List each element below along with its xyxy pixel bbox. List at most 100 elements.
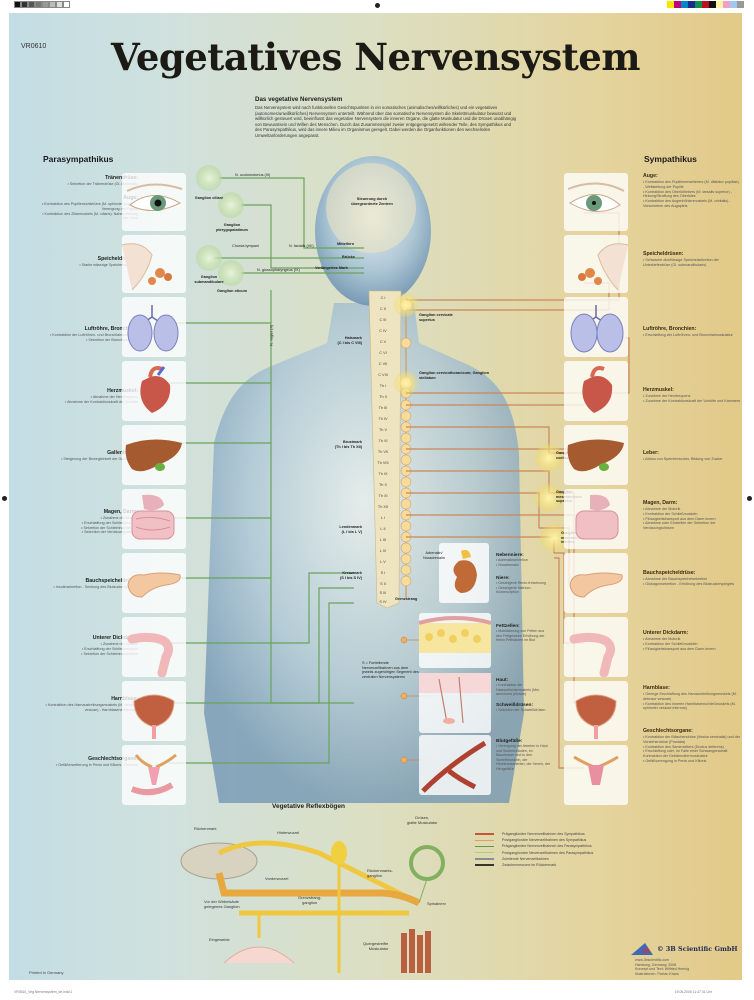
- fat-cells-insert: [418, 613, 492, 668]
- blood-vessel-insert: [419, 735, 491, 795]
- nerve-label-glossopharyngeus: N. glossopharyngeus (IX): [257, 268, 300, 272]
- insert-blutgefaesse: Blutgefäße:• Verengung der Arterien in H…: [496, 739, 551, 771]
- reflex-label-praevertebral: Vor der Wirbelsäule gelegenes Ganglion: [204, 899, 240, 909]
- print-registration-bar: [0, 0, 754, 13]
- nerve-label-oculomotorius: N. oculomotorius (III): [235, 173, 271, 177]
- pathway-legend: Präganglionäre Nervenzellbahnen des Symp…: [475, 831, 593, 868]
- ganglion-submandibulare-label: Ganglion submandibulare: [194, 275, 224, 284]
- cord-region-thoracic: Brustmark(Th I bis Th XII): [334, 440, 362, 449]
- intro-text: Das Nervensystem wird nach funktionellen…: [255, 105, 517, 138]
- legend-row: Postganglionäre Nervenzellbahnen des Par…: [475, 850, 593, 856]
- stomach-intestine-illustration: [564, 489, 628, 549]
- legend-swatch: [475, 833, 494, 835]
- para-organ-bronchien: Luftröhre, Bronchien:• Kontraktion der L…: [50, 326, 138, 342]
- poster-title: Vegetatives Nervensystem: [111, 35, 640, 79]
- legend-row: Zuleitende Nervenzellbahnen: [475, 856, 593, 862]
- print-file-meta: VR0610_Veg Nervensystem_de.indd 1 19.06.…: [14, 990, 712, 994]
- reflex-label-hinterwurzel: Hinterwurzel: [277, 830, 300, 835]
- uterus-illustration: [564, 745, 628, 805]
- nerve-label-chorda: Chorda tympani: [232, 244, 259, 248]
- eye-illustration: [122, 173, 186, 231]
- legend-row: Zwischenneurone im Rückenmark: [475, 862, 593, 868]
- bladder-illustration: [122, 681, 186, 741]
- genitals-illustration: [122, 745, 186, 805]
- para-organ-traenendruese: Tränendrüse:• Sekretion der Tränendrüse …: [67, 175, 138, 186]
- legend-swatch: [475, 839, 494, 842]
- sym-organ-dickdarm: Unterer Dickdarm:• Abnahme der Motorik• …: [643, 630, 716, 651]
- sym-organ-speicheldruesen: Speicheldrüsen:• Schwache dickflüssige S…: [643, 251, 719, 267]
- ganglion-cervicale-superius-label: Ganglion cervicale superius: [419, 313, 453, 322]
- kidney-insert: [439, 543, 489, 603]
- legend-row: Postganglionäre Nervenzellbahnen des Sym…: [475, 837, 593, 843]
- lungs-illustration: [122, 297, 186, 357]
- intro-heading: Das vegetative Nervensystem: [255, 96, 343, 103]
- registration-mark: [375, 3, 380, 8]
- company-logo: 3B © 3B Scientific GmbH: [631, 943, 738, 955]
- salivary-gland-illustration: [564, 235, 628, 293]
- brain-control-label: Steuerung durch übergeordnete Zentren: [351, 197, 393, 206]
- intro-section: Das vegetative Nervensystem Das Nervensy…: [255, 96, 517, 139]
- sym-organ-bauchspeicheldruese: Bauchspeicheldrüse:• Abnahme der Bauchsp…: [643, 570, 735, 586]
- eye-illustration: [564, 173, 628, 231]
- sym-organ-auge: Auge:• Kontraktion des Pupillenerweitere…: [643, 173, 739, 208]
- para-organ-speicheldruesen: Speicheldrüsen:• Starke wässrige Speiche…: [79, 256, 138, 267]
- reflex-label-spinalganglion: Rückenmarks- ganglion: [367, 868, 393, 878]
- cord-region-cervical: Halsmark(C I bis C VIII): [337, 336, 362, 345]
- para-organ-geschlechtsorgane: Geschlechtsorgane:• Gefäßerweiterung in …: [55, 756, 138, 767]
- legend-swatch: [475, 851, 494, 854]
- para-organ-magen-darm: Magen, Darm:• Zunahme der Motorik• Ersch…: [81, 509, 138, 535]
- nerve-label-vagus: N. vagus (X): [269, 324, 274, 346]
- ganglion-stellatum-label: Ganglion cervicothoracicum; Ganglion ste…: [419, 371, 490, 380]
- parasympathikus-heading: Parasympathikus: [43, 154, 114, 164]
- heart-illustration: [564, 361, 628, 421]
- reflex-label-grenzstrangganglion: Grenzstrang- ganglion: [298, 895, 322, 905]
- reflex-label-spinalnerv: Spinalnerv: [427, 901, 446, 906]
- legend-swatch: [475, 864, 494, 866]
- printed-in-label: Printed in Germany: [29, 970, 64, 975]
- reflex-arc-diagram: [180, 840, 445, 973]
- credits: www.3bscientific.com Hamburg, Germany, 2…: [635, 958, 690, 976]
- insert-fettzellen: Fettzellen:• Mobilisierung von Fetten au…: [496, 624, 545, 643]
- lungs-illustration: [564, 297, 628, 357]
- brainstem-label-mittelhirn: Mittelhirn: [337, 242, 355, 246]
- brainstem-label-bruecke: Brücke: [342, 255, 355, 259]
- grenzstrang-label: Grenzstrang: [395, 597, 418, 601]
- poster: VR0610 Vegetatives Nervensystem Das vege…: [9, 13, 742, 980]
- adrenal-image-label: Adrenalin/ Noradrenalin: [423, 551, 445, 560]
- nerve-label-facialis: N. facialis (VII): [289, 244, 314, 248]
- ganglion-oticum-label: Ganglion oticum: [217, 289, 247, 293]
- cord-region-sacral: Kreuzmark(S I bis S IV): [340, 571, 362, 580]
- insert-haut: Haut:• Kontraktion der Haaraufrichtemusk…: [496, 678, 541, 697]
- bladder-illustration: [564, 681, 628, 741]
- sym-organ-geschlechtsorgane: Geschlechtsorgane:• Kontraktion der Bläs…: [643, 728, 741, 763]
- sympathikus-heading: Sympathikus: [644, 154, 697, 164]
- reflex-label-quergestreift: Quergestreifte Muskulatur: [363, 941, 389, 951]
- colon-illustration: [564, 617, 628, 677]
- sym-organ-herzmuskel: Herzmuskel:• Zunahme der Herzfrequenz• Z…: [643, 387, 741, 403]
- insert-nebenniere: Nebenniere:• Adrenalinsekretion• Noradre…: [496, 553, 528, 567]
- svg-text:3B: 3B: [642, 949, 650, 955]
- liver-illustration: [564, 425, 628, 485]
- cord-region-lumbar: Lendenmark(L I bis L V): [339, 525, 362, 534]
- sym-organ-harnblase: Harnblase:• Geringe Erschlaffung des Har…: [643, 685, 737, 711]
- legend-row: Präganglionäre Nervenzellbahnen des Symp…: [475, 831, 593, 837]
- skin-insert: [419, 673, 491, 733]
- para-organ-bauchspeicheldruese: Bauchspeicheldrüse:• Insulinsekretion - …: [53, 578, 138, 589]
- para-organ-dickdarm: Unterer Dickdarm:• Zunahme der Motorik• …: [81, 635, 138, 656]
- pancreas-illustration: [122, 553, 186, 613]
- legend-swatch: [475, 845, 494, 848]
- registration-mark: [2, 496, 7, 501]
- heart-illustration: [122, 361, 186, 421]
- colon-illustration: [122, 617, 186, 677]
- reflex-label-rueckenmark: Rückenmark: [194, 826, 217, 831]
- greyscale-strip: [14, 1, 70, 8]
- reflex-label-druesen: Drüsen, glatte Muskulatur: [407, 815, 438, 825]
- sym-organ-magen-darm: Magen, Darm:• Abnahme der Motorik• Kontr…: [643, 500, 716, 531]
- reflex-section-title: Vegetative Reflexbögen: [272, 803, 345, 810]
- segment-note: S = Fortleitende Nervenzellbahnen aus de…: [362, 661, 419, 679]
- sym-organ-leber: Leber:• Abbau von Speicherzucker, Bildun…: [643, 450, 723, 461]
- brainstem-label-medulla: Verlängertes Mark: [315, 266, 348, 270]
- reflex-label-eingeweide: Eingeweide: [209, 937, 230, 942]
- insert-schweissdruesen: Schweißdrüsen:• Sekretion der Schweißdrü…: [496, 703, 546, 712]
- pancreas-illustration: [564, 553, 628, 613]
